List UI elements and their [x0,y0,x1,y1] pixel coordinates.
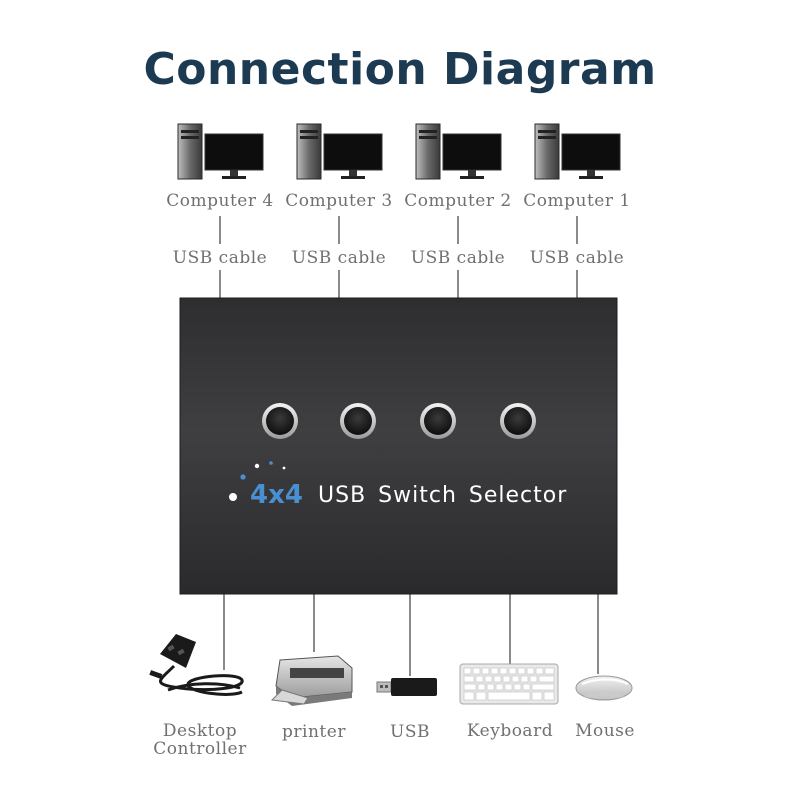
computer-1-label: Computer 1 [523,191,631,211]
usb-cable-label-2: USB cable [410,248,506,268]
device-label-printer: printer [282,722,346,742]
keyboard-icon [459,663,559,705]
switch-button-1[interactable] [262,403,298,439]
device-label-line2: Controller [153,739,247,759]
device-label-line1: Desktop [162,721,238,741]
device-label-keyboard: Keyboard [466,721,554,741]
switch-button-3[interactable] [420,403,456,439]
mouse-icon [575,675,633,701]
switch-name-label: USB Switch Selector [318,483,568,508]
computer-3-label: Computer 3 [285,191,393,211]
usb-cable-label-3: USB cable [291,248,387,268]
device-label-usb: USB [390,722,430,742]
computer-4-icon [177,123,264,180]
downstream-cables [223,594,599,676]
computer-2-label: Computer 2 [404,191,512,211]
diagram-title: Connection Diagram [143,44,657,95]
usb-cable-label-4: USB cable [172,248,268,268]
switch-model-label: 4x4 [250,480,303,510]
switch-button-4[interactable] [500,403,536,439]
device-label-mouse: Mouse [575,721,635,741]
computer-3-icon [296,123,383,180]
upstream-cables [219,216,578,298]
usb-drive-icon [376,678,437,696]
device-label-desktop-controller: Desktop Controller [140,722,260,758]
computer-1-icon [534,123,621,180]
usb-cable-label-1: USB cable [529,248,625,268]
computer-4-label: Computer 4 [166,191,274,211]
printer-icon [270,655,353,706]
switch-button-2[interactable] [340,403,376,439]
usb-switch-box [179,297,618,595]
computer-2-icon [415,123,502,180]
signal-dots-icon [229,461,286,501]
desktop-controller-icon [149,634,244,696]
